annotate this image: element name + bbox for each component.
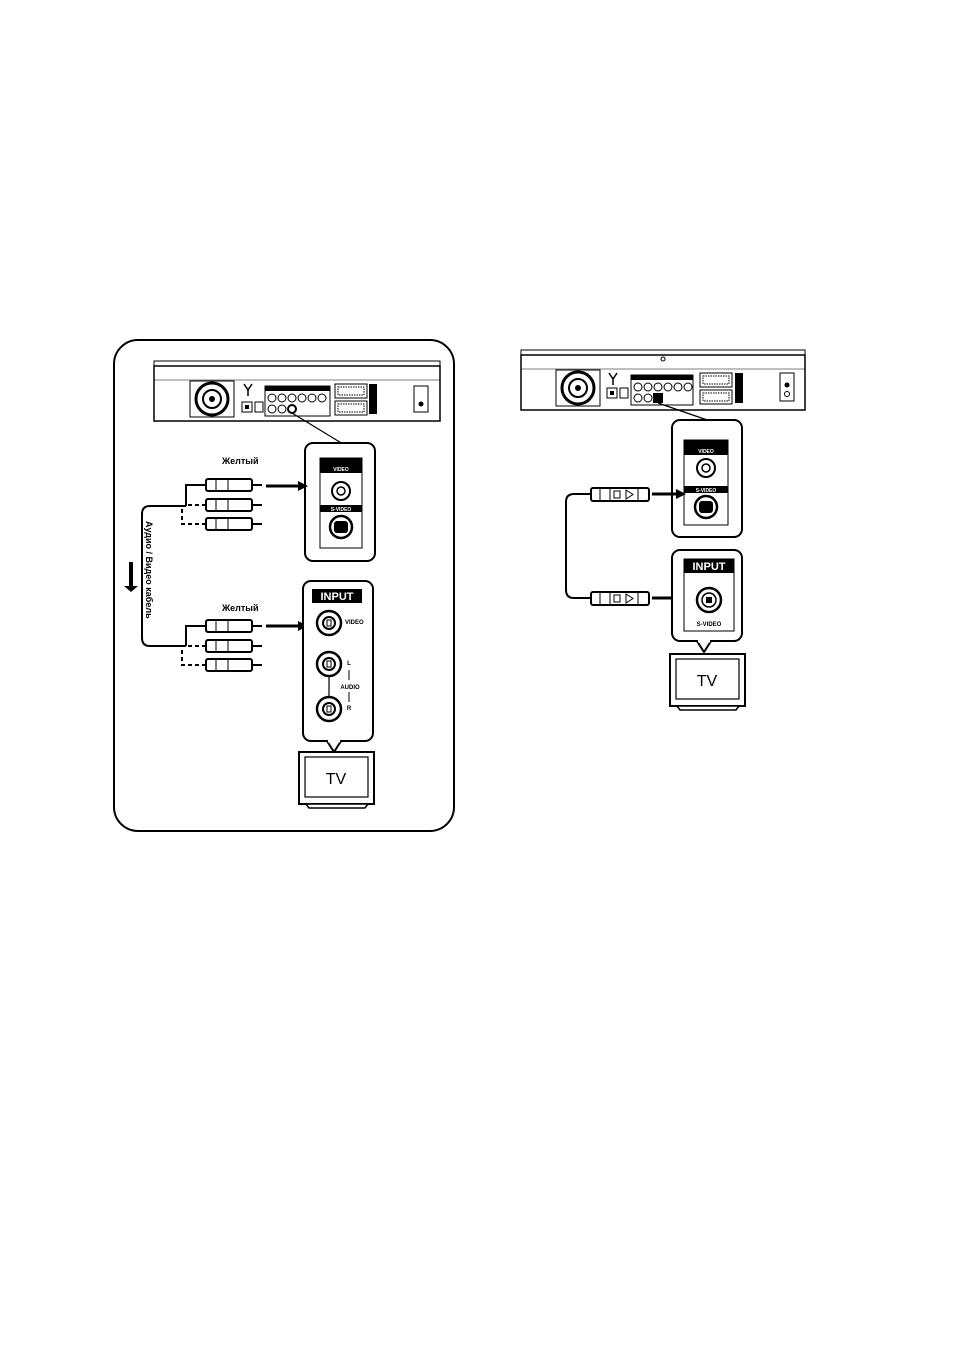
yellow-label-bottom: Желтый <box>221 603 258 613</box>
tv-audio-label: AUDIO <box>340 685 360 691</box>
tv-svideo-label: S-VIDEO <box>697 622 722 628</box>
recorder-back-panel-right <box>521 350 805 410</box>
tv-input-header-left: INPUT <box>321 591 354 603</box>
tv-video-label: VIDEO <box>345 620 364 626</box>
svideo-cable <box>566 494 591 598</box>
recorder-output-zoom-left: VIDEO S-VIDEO <box>305 443 375 561</box>
left-panel: VIDEO S-VIDEO Желтый <box>114 340 454 831</box>
recorder-video-label-right: VIDEO <box>698 449 714 455</box>
tv-r-label: R <box>347 706 352 712</box>
svideo-plug-bottom <box>591 592 649 605</box>
recorder-svideo-label: S-VIDEO <box>331 507 352 513</box>
yellow-label-top: Желтый <box>221 456 258 466</box>
tv-l-label: L <box>347 661 351 667</box>
recorder-output-zoom-right: VIDEO S-VIDEO <box>672 420 742 537</box>
recorder-video-label: VIDEO <box>333 467 349 473</box>
svideo-plug-top <box>591 488 649 501</box>
recorder-back-panel-left <box>154 361 440 421</box>
tv-input-header-right: INPUT <box>693 561 726 573</box>
tv-icon-right: TV <box>670 654 745 710</box>
fan-icon <box>190 381 234 417</box>
right-panel: VIDEO S-VIDEO <box>521 350 805 710</box>
cable-label: Аудио / Видео кабель <box>144 521 154 619</box>
tv-label-right: TV <box>697 673 718 690</box>
tv-label-left: TV <box>326 771 347 788</box>
tv-icon-left: TV <box>299 752 374 808</box>
tv-input-zoom-right: INPUT S-VIDEO <box>672 550 742 652</box>
recorder-svideo-label-right: S-VIDEO <box>696 488 717 494</box>
tv-input-zoom-left: INPUT VIDEO L AUDIO R <box>303 581 373 752</box>
fan-icon-right <box>556 370 600 406</box>
